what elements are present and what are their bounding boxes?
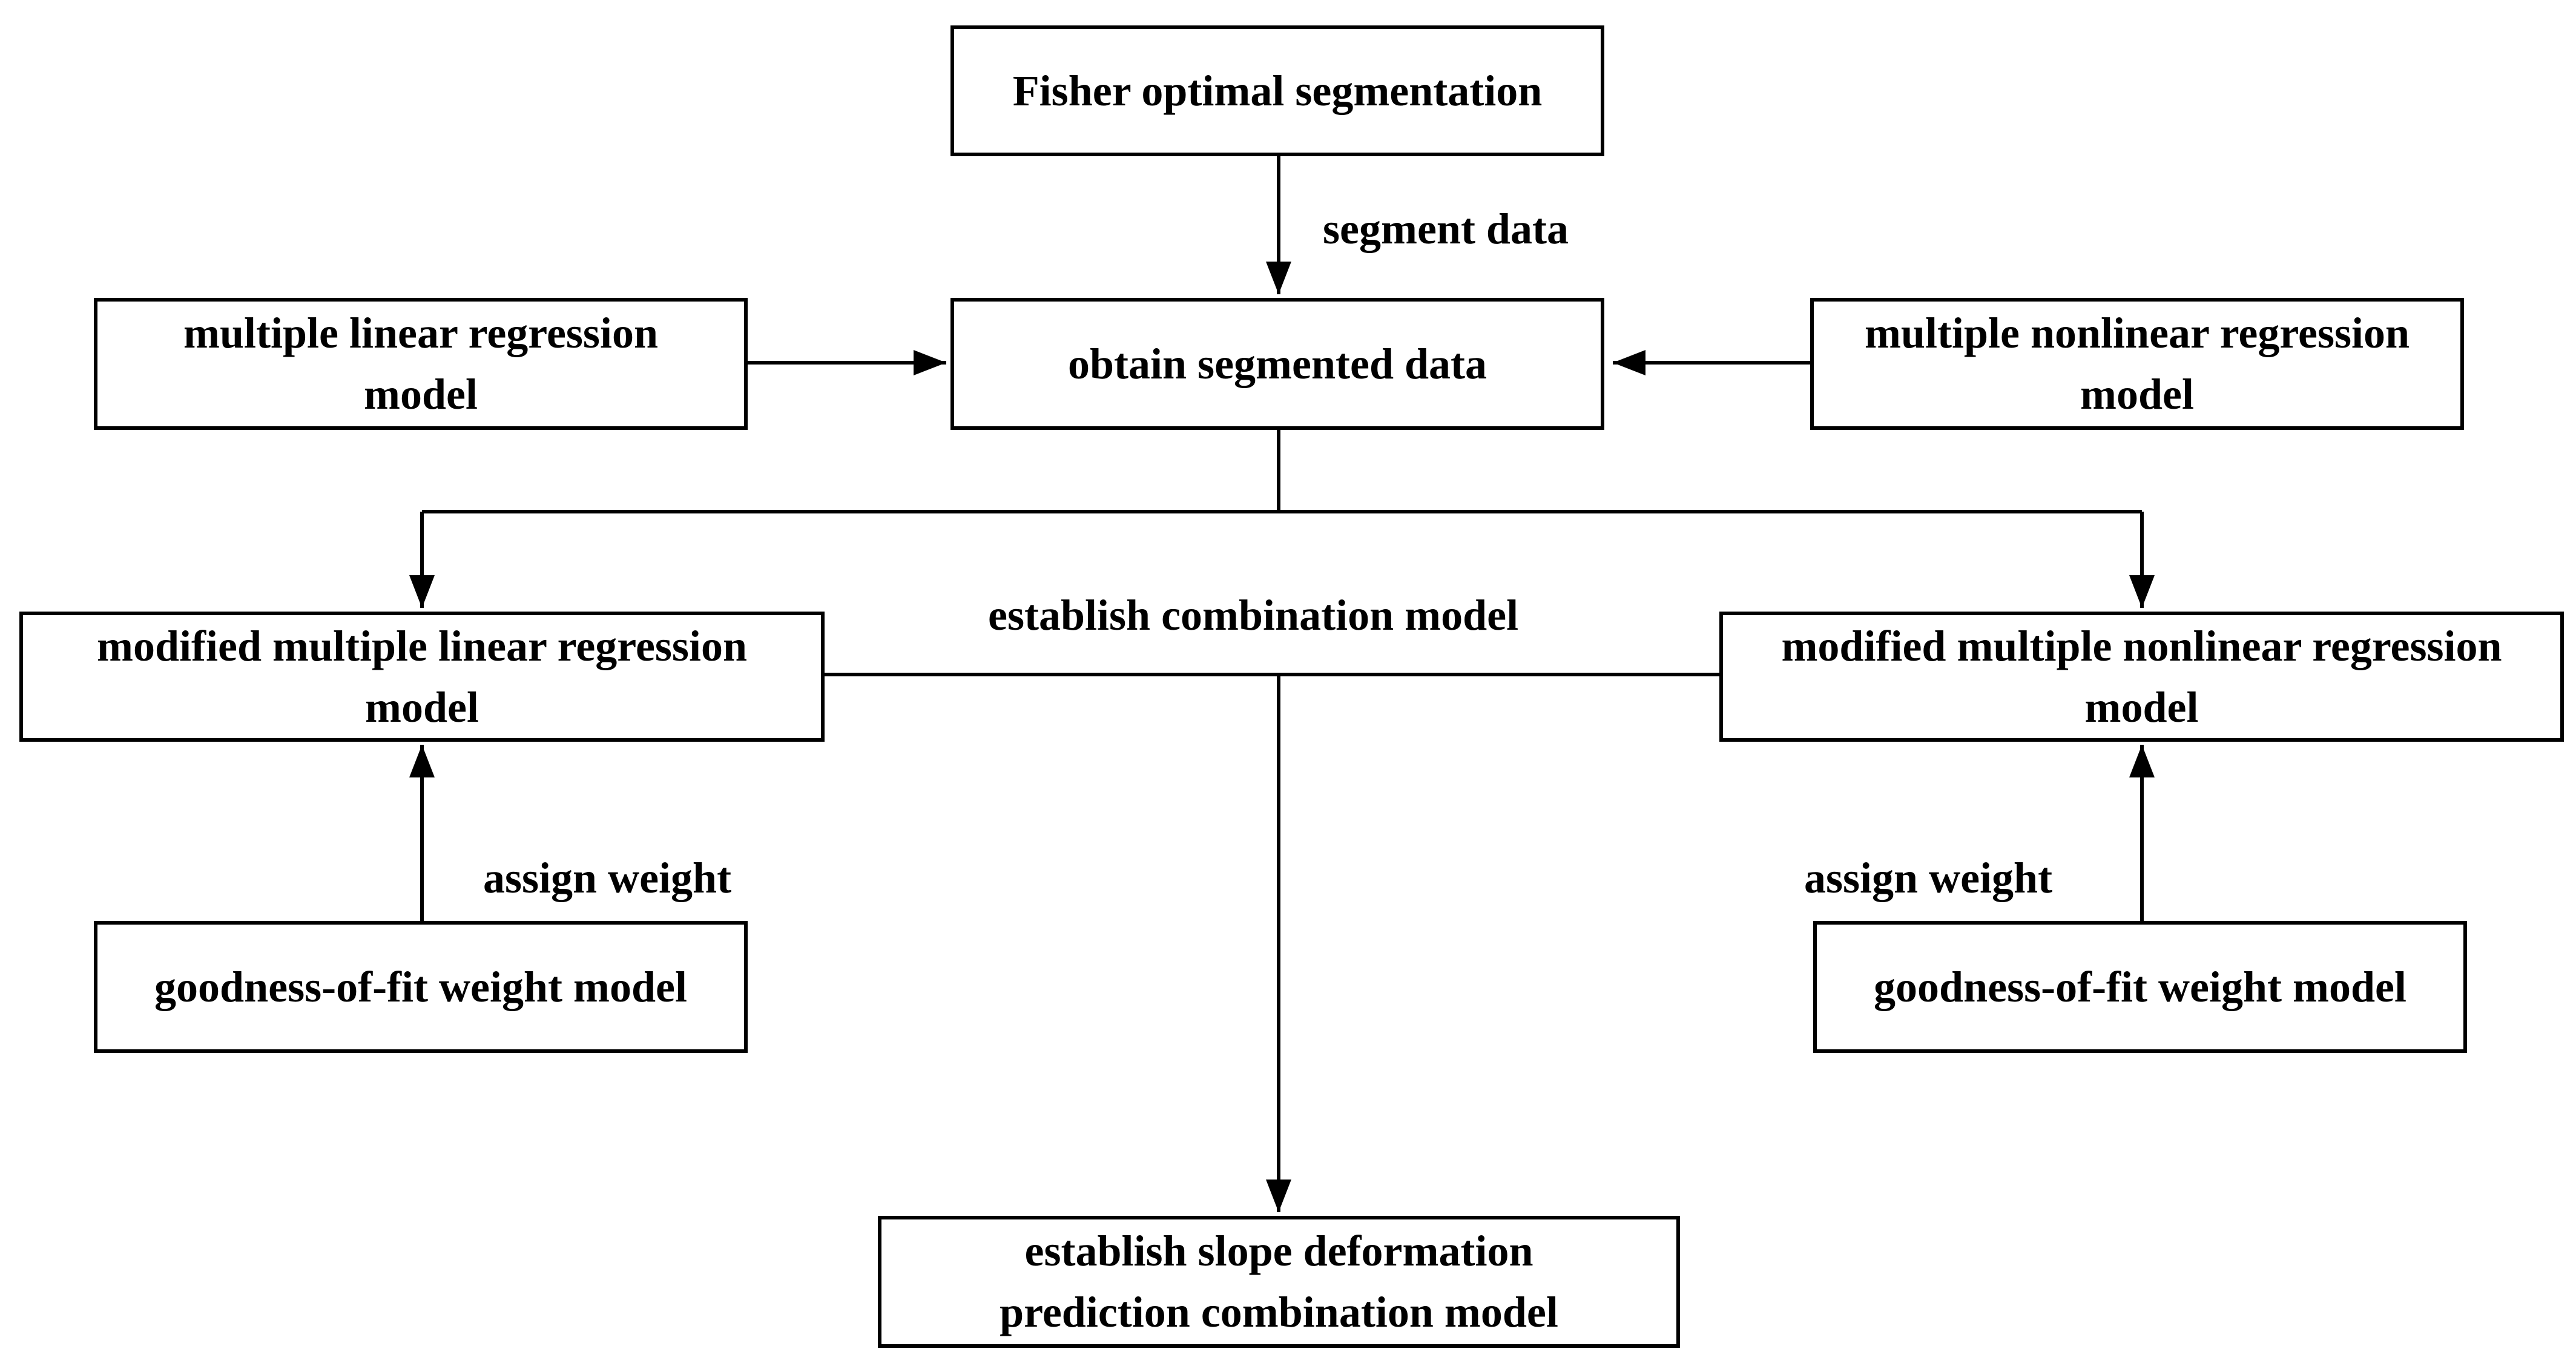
node-segmented-line-1: obtain segmented data (1067, 339, 1487, 388)
label-assign-weight-left: assign weight (483, 854, 732, 902)
node-multiple-nonlinear-regression-model: multiple nonlinear regression model (1810, 298, 2464, 430)
node-final-line-1: establish slope deformation (1024, 1227, 1533, 1276)
node-modified-linear-line-1: modified multiple linear regression (97, 621, 747, 670)
node-modified-nonlinear-line-1: modified multiple nonlinear regression (1781, 621, 2502, 670)
node-modified-nonlinear-line-2: model (2084, 682, 2199, 731)
node-linear-line-1: multiple linear regression (183, 309, 658, 358)
node-modified-linear-line-2: model (365, 682, 479, 731)
node-final-line-2: prediction combination model (1000, 1288, 1558, 1336)
node-modified-multiple-nonlinear-regression-model: modified multiple nonlinear regression m… (1719, 612, 2564, 742)
node-goodness-of-fit-weight-model-right: goodness-of-fit weight model (1813, 921, 2467, 1053)
node-nonlinear-line-2: model (2080, 370, 2194, 418)
node-gof-left-line-1: goodness-of-fit weight model (154, 962, 687, 1011)
label-segment-data: segment data (1323, 205, 1569, 253)
node-gof-right-line-1: goodness-of-fit weight model (1874, 962, 2406, 1011)
node-obtain-segmented-data: obtain segmented data (950, 298, 1604, 430)
node-fisher-line-1: Fisher optimal segmentation (1012, 66, 1543, 115)
node-linear-line-2: model (364, 370, 478, 418)
node-nonlinear-line-1: multiple nonlinear regression (1864, 309, 2410, 358)
node-multiple-linear-regression-model: multiple linear regression model (94, 298, 748, 430)
label-establish-combination-model: establish combination model (988, 591, 1519, 639)
node-fisher-optimal-segmentation: Fisher optimal segmentation (950, 25, 1604, 156)
node-goodness-of-fit-weight-model-left: goodness-of-fit weight model (94, 921, 748, 1053)
label-assign-weight-right: assign weight (1804, 854, 2053, 902)
node-establish-slope-deformation-prediction-combination-model: establish slope deformation prediction c… (878, 1216, 1680, 1348)
node-modified-multiple-linear-regression-model: modified multiple linear regression mode… (19, 612, 825, 742)
